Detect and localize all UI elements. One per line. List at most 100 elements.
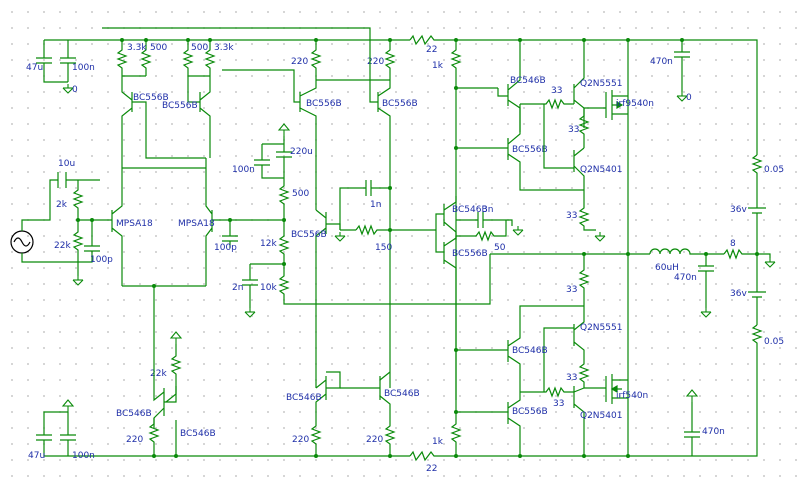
label-r-33-d: 33 (566, 285, 577, 295)
top-rail (44, 27, 758, 155)
label-r-33k-a: 3.3k (127, 43, 147, 53)
input-source (10, 172, 100, 263)
c-470n-bot (684, 402, 700, 456)
r-500-a (140, 40, 152, 76)
r-005-top (751, 154, 763, 200)
label-r-005-bot: 0.05 (764, 337, 784, 347)
c-3n (456, 212, 513, 228)
label-q-bc546-drv-b: BC546B (512, 346, 548, 356)
label-q-bc546-m-r: BC546B (384, 389, 420, 399)
label-c-1n: 1n (370, 200, 381, 210)
label-r-1k-top: 1k (432, 61, 444, 71)
q-bc546-m-l (315, 371, 341, 420)
r-22-top (409, 34, 436, 46)
label-q-bc556-mid: BC556B (291, 230, 327, 240)
label-q-2n5551-b: Q2N5551 (580, 323, 622, 333)
r-33-c (578, 206, 596, 231)
r-1k-bot (450, 400, 462, 456)
r-220-cs (148, 418, 160, 456)
label-q-bc556-mid2: BC556B (452, 249, 488, 259)
label-r-10k: 10k (260, 283, 277, 293)
label-q-2n5401-t: Q2N5401 (580, 165, 622, 175)
label-c-bot-100n: 100n (72, 451, 95, 461)
q-irf540 (584, 374, 628, 404)
ground-symbol-470n-bot (686, 389, 698, 403)
label-r-220-bot-l: 220 (292, 435, 309, 445)
r-005-bot (751, 324, 763, 345)
label-r-22k-in: 22k (54, 241, 71, 251)
label-c-100p-in: 100p (90, 255, 113, 265)
driver-bus (455, 87, 508, 413)
label-q-2n5551-t: Q2N5551 (580, 79, 622, 89)
label-c-bot-47u: 47u (28, 451, 45, 461)
label-r-33-a: 33 (551, 86, 562, 96)
label-l-60uh: 60uH (655, 263, 679, 273)
label-r-150: 150 (375, 243, 392, 253)
label-r-220-top-r: 220 (367, 57, 384, 67)
q-2n5401-b (573, 386, 585, 456)
r-220-top-l (310, 40, 322, 80)
ground-symbol-3n (512, 225, 524, 236)
ground-symbol-cs (170, 331, 182, 345)
q-bc556-l1 (121, 76, 206, 168)
q-bc556-drv-b (507, 392, 521, 456)
label-c-470n-out: 470n (674, 273, 697, 283)
q-bc556-vas2 (369, 40, 391, 388)
q-bc556-l2 (187, 76, 211, 158)
label-gnd-0: 0 (72, 85, 78, 95)
c-bot-47u (36, 411, 68, 456)
q-bc546-cs-r (165, 386, 177, 456)
r-8 (723, 248, 748, 260)
battery-bot (748, 254, 766, 325)
ground-symbol-load (764, 257, 776, 268)
r-220-top-r (384, 40, 396, 80)
q-bc546-drv-b (507, 305, 584, 392)
r-10k (278, 254, 491, 305)
label-q-2n5401-b: Q2N5401 (580, 411, 622, 421)
c-bot-100n (60, 412, 76, 456)
label-r-33-c: 33 (566, 211, 577, 221)
q-2n5551-b (543, 310, 585, 392)
q-bc556-mid (315, 209, 341, 388)
label-r-220-cs: 220 (126, 435, 143, 445)
label-c-2n: 2n (232, 283, 243, 293)
q-2n5551-t (573, 40, 585, 128)
ground-symbol-fb (278, 123, 290, 137)
r-33-f (520, 386, 574, 398)
c-1n (339, 180, 390, 230)
r-2k (72, 180, 84, 220)
l-60uh (649, 248, 692, 255)
label-c-10u: 10u (58, 159, 75, 169)
r-220-bot-r (384, 420, 396, 456)
label-q-bc556-vas: BC556B (306, 99, 342, 109)
label-q-bc556-l1: BC556B (133, 93, 169, 103)
label-c-in-47u: 47u (26, 63, 43, 73)
label-q-bc556-drv-t: BC556B (512, 145, 548, 155)
r-22k-cs (170, 344, 182, 386)
label-r-22k-cs: 22k (150, 369, 167, 379)
c-100p-fb (222, 220, 238, 248)
load-gnd-wire (757, 253, 771, 258)
r-33k-b (204, 40, 216, 76)
label-c-3n: 3n (482, 205, 493, 215)
label-r-33-b: 33 (568, 125, 579, 135)
label-q-irf9540: irf9540n (616, 99, 654, 109)
bottom-rail (44, 345, 758, 457)
label-q-bc546-cs-r: BC546B (180, 429, 216, 439)
q-bc546-m-r (340, 371, 391, 420)
q-bc546-mid (435, 196, 457, 240)
label-q-bc556-drv-b: BC556B (512, 407, 548, 417)
battery-top (748, 200, 766, 254)
q-bc546-drv-t (497, 40, 521, 132)
q-irf9540 (584, 90, 628, 120)
c-220u (262, 136, 292, 178)
c-470n-top (674, 40, 690, 92)
label-q-bc546-drv-t: BC546B (510, 76, 546, 86)
label-q-bc546-m-l: BC546B (286, 393, 322, 403)
r-150 (355, 224, 380, 236)
label-c-470n-bot: 470n (702, 427, 725, 437)
q-bc556-vas (222, 69, 317, 210)
label-gnd-0b: 0 (686, 93, 692, 103)
label-c-220u: 220u (290, 147, 313, 157)
